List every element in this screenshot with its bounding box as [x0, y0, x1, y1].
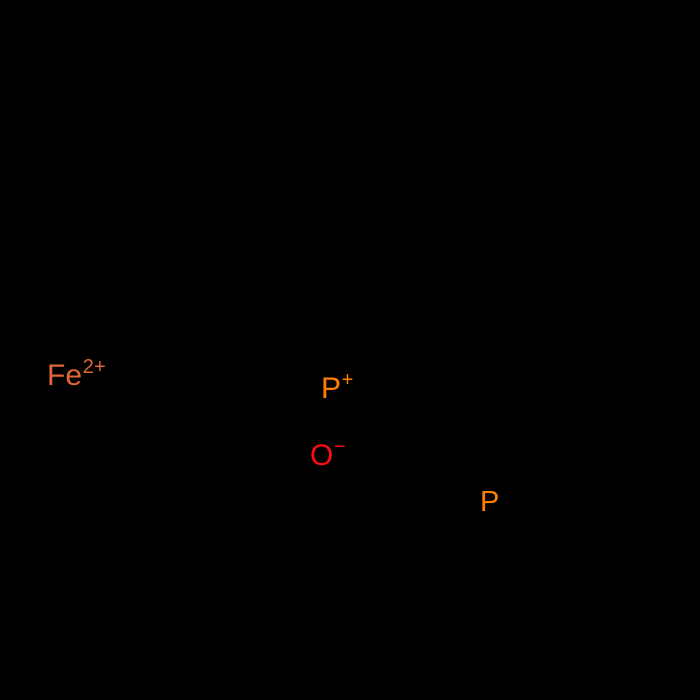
atom-label-oxygen-anion: O−: [310, 437, 346, 472]
atom-symbol-p2: P: [480, 486, 500, 518]
bond-group: [98, 43, 638, 687]
atom-label-phosphorus-cation: P+: [321, 370, 353, 405]
atom-charge-fe: 2+: [82, 356, 106, 378]
atom-symbol-p1: P: [321, 372, 342, 405]
atom-label-iron: Fe2+: [47, 357, 106, 392]
atom-charge-p1: +: [341, 369, 354, 391]
atom-symbol-o1: O: [310, 439, 334, 472]
atom-label-phosphorus-neutral: P: [480, 488, 499, 517]
atom-symbol-fe: Fe: [47, 359, 83, 392]
atom-charge-o1: −: [333, 436, 346, 458]
